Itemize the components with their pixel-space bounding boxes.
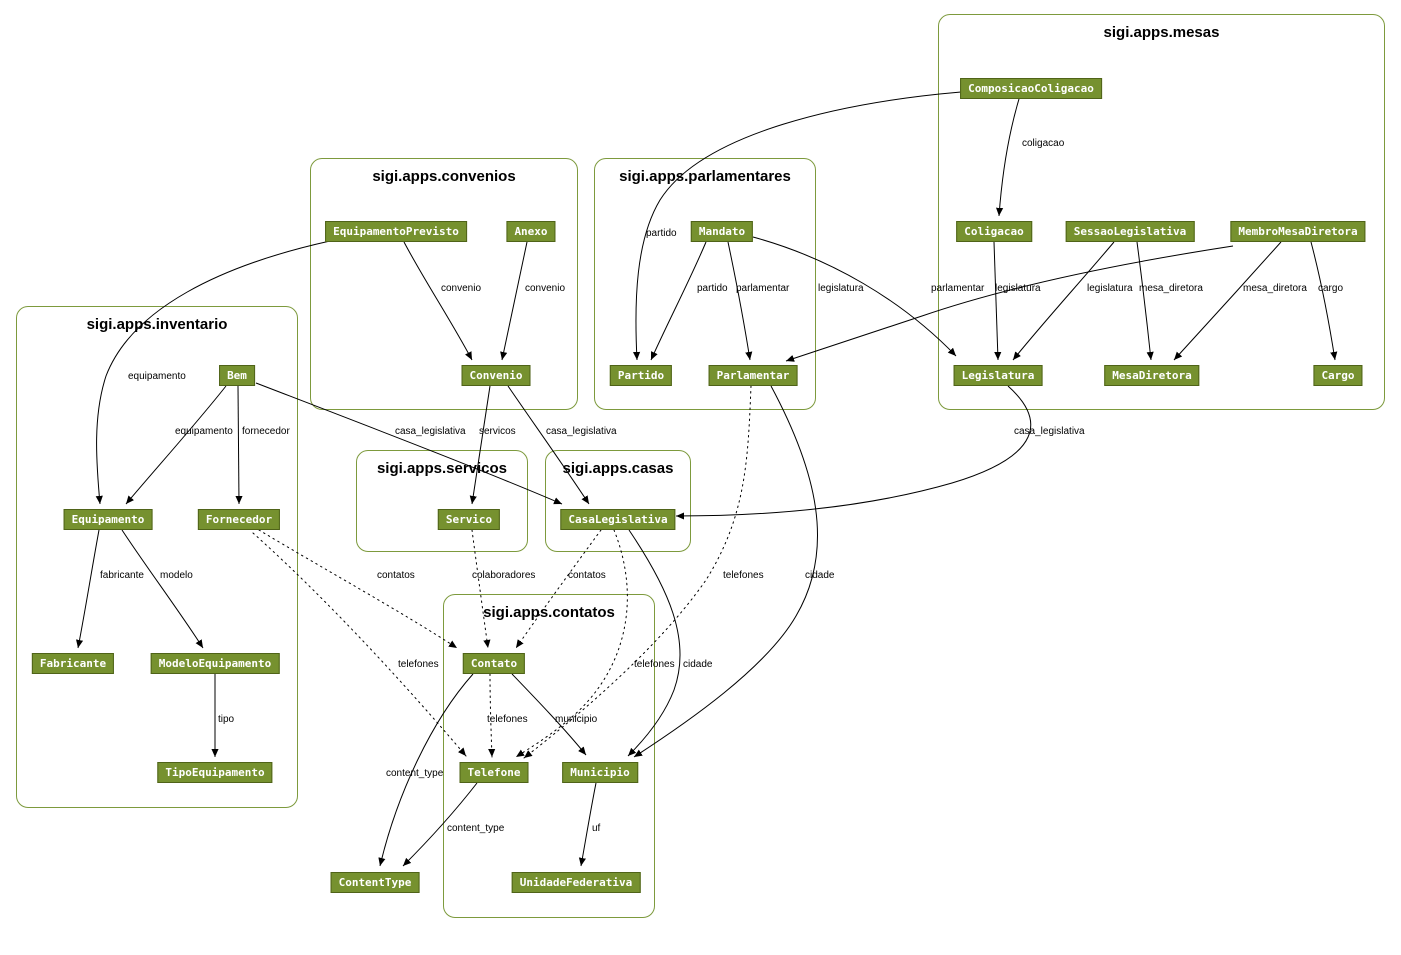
edge-label-casa-legislativa-bem: casa_legislativa (395, 426, 466, 437)
edge-label-casa-legislativa-convenio: casa_legislativa (546, 426, 617, 437)
node-sessaolegislativa: SessaoLegislativa (1065, 221, 1195, 242)
edge-label-colaboradores: colaboradores (472, 570, 535, 581)
node-fabricante: Fabricante (31, 653, 115, 674)
edge-Parlamentar-Municipio (633, 385, 819, 758)
node-contenttype: ContentType (330, 872, 420, 893)
node-mesadiretora: MesaDiretora (1104, 365, 1200, 386)
node-telefone: Telefone (459, 762, 529, 783)
edge-label-telefones-fornecedor: telefones (398, 659, 439, 670)
cluster-contatos: sigi.apps.contatos (443, 594, 655, 918)
node-mandato: Mandato (690, 221, 754, 242)
node-unidadefederativa: UnidadeFederativa (511, 872, 641, 893)
cluster-inventario: sigi.apps.inventario (16, 306, 298, 808)
cluster-mesas: sigi.apps.mesas (938, 14, 1385, 410)
cluster-servicos: sigi.apps.servicos (356, 450, 528, 552)
node-anexo: Anexo (506, 221, 556, 242)
cluster-title-contatos: sigi.apps.contatos (483, 604, 615, 621)
node-parlamentar: Parlamentar (708, 365, 798, 386)
node-casalegislativa: CasaLegislativa (560, 509, 676, 530)
node-servico: Servico (437, 509, 501, 530)
cluster-title-inventario: sigi.apps.inventario (86, 316, 228, 333)
edge-label-content-type-contato: content_type (386, 768, 444, 779)
edge-label-casa-legislativa-legislatura: casa_legislativa (1014, 426, 1085, 437)
node-membromesadiretora: MembroMesaDiretora (1230, 221, 1366, 242)
node-cargo: Cargo (1313, 365, 1363, 386)
node-municipio: Municipio (562, 762, 638, 783)
node-legislatura: Legislatura (953, 365, 1043, 386)
cluster-title-convenios: sigi.apps.convenios (372, 168, 516, 185)
node-bem: Bem (219, 365, 255, 386)
cluster-title-parlamentares: sigi.apps.parlamentares (619, 168, 791, 185)
node-equipamento: Equipamento (63, 509, 153, 530)
node-fornecedor: Fornecedor (197, 509, 281, 530)
node-tipoequipamento: TipoEquipamento (157, 762, 273, 783)
cluster-title-mesas: sigi.apps.mesas (1103, 24, 1220, 41)
node-coligacao: Coligacao (956, 221, 1032, 242)
edge-label-cidade-casa: cidade (683, 659, 713, 670)
cluster-title-servicos: sigi.apps.servicos (376, 460, 508, 477)
edge-label-contatos-casa: contatos (568, 570, 606, 581)
node-contato: Contato (462, 653, 526, 674)
edge-label-cidade-parlamentar: cidade (805, 570, 835, 581)
edge-label-telefones-parlamentar: telefones (723, 570, 764, 581)
node-equipamentoprevisto: EquipamentoPrevisto (325, 221, 467, 242)
node-modeloequipamento: ModeloEquipamento (150, 653, 280, 674)
node-partido: Partido (609, 365, 673, 386)
node-convenio: Convenio (461, 365, 531, 386)
edge-label-servicos: servicos (479, 426, 516, 437)
node-composicaocoligacao: ComposicaoColigacao (960, 78, 1102, 99)
cluster-title-casas: sigi.apps.casas (562, 460, 674, 477)
edge-label-contatos-fornecedor: contatos (377, 570, 415, 581)
cluster-casas: sigi.apps.casas (545, 450, 691, 552)
edge-label-legislatura-mandato: legislatura (818, 283, 864, 294)
cluster-convenios: sigi.apps.convenios (310, 158, 578, 410)
